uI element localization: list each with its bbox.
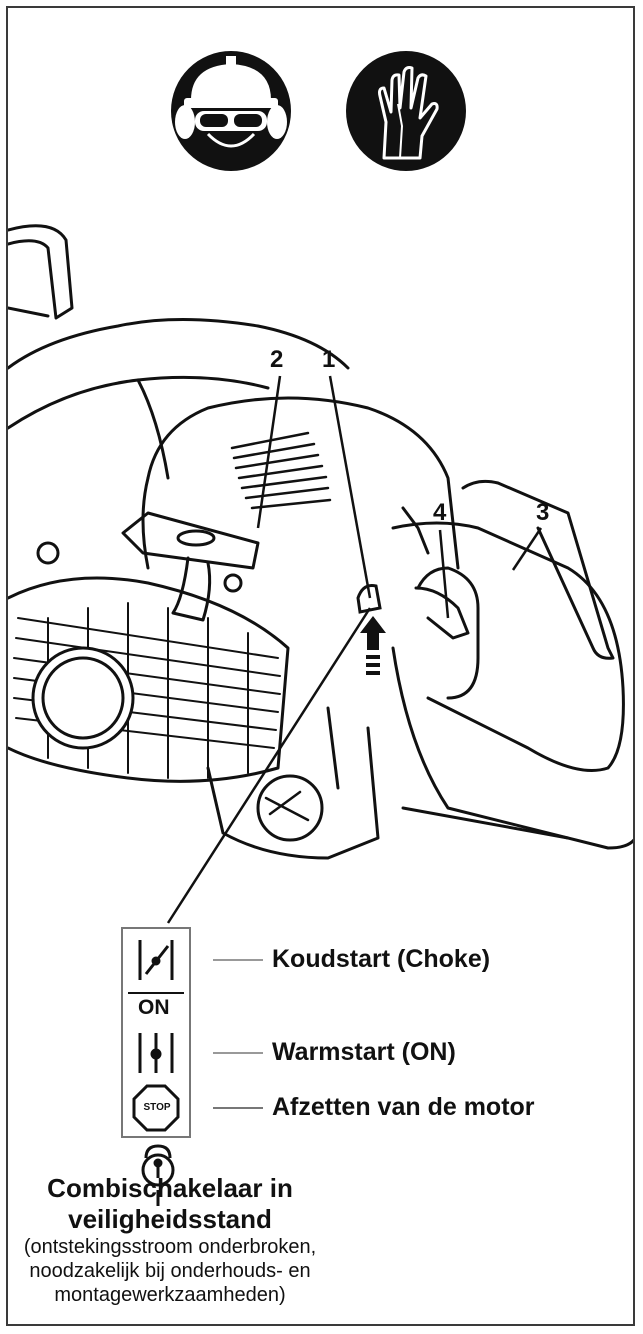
safety-caption: Combischakelaar in veiligheidsstand (ont… xyxy=(20,1173,320,1307)
legend-warm-label: Warmstart (ON) xyxy=(272,1038,456,1066)
page-frame: 2 1 4 3 ON STOP Koudstart (Choke) Warmst… xyxy=(6,6,635,1326)
callout-2: 2 xyxy=(270,346,284,373)
chainsaw-body xyxy=(8,224,633,860)
switch-legend-panel xyxy=(121,927,263,1138)
callout-leaders xyxy=(166,375,543,924)
caption-title: Combischakelaar in veiligheidsstand xyxy=(47,1173,293,1234)
gloves-icon xyxy=(346,51,466,171)
helmet-goggles-earmuffs-icon xyxy=(171,51,291,171)
legend-choke-label: Koudstart (Choke) xyxy=(272,945,491,973)
callout-4: 4 xyxy=(433,499,447,526)
combination-switch xyxy=(356,584,386,675)
choke-symbol-icon xyxy=(138,940,174,980)
padlock-icon xyxy=(141,1144,175,1206)
warm-start-symbol-icon xyxy=(138,1033,174,1073)
legend-stop-label: Afzetten van de motor xyxy=(272,1093,535,1121)
on-symbol-label: ON xyxy=(138,996,170,1019)
chainsaw-illustration xyxy=(8,51,633,1206)
callout-3: 3 xyxy=(536,499,550,526)
stop-sign-icon xyxy=(132,1084,180,1132)
callout-1: 1 xyxy=(322,346,336,373)
caption-body: (ontstekingsstroom onderbroken, noodzake… xyxy=(23,1236,317,1306)
stop-symbol-label: STOP xyxy=(143,1102,171,1113)
